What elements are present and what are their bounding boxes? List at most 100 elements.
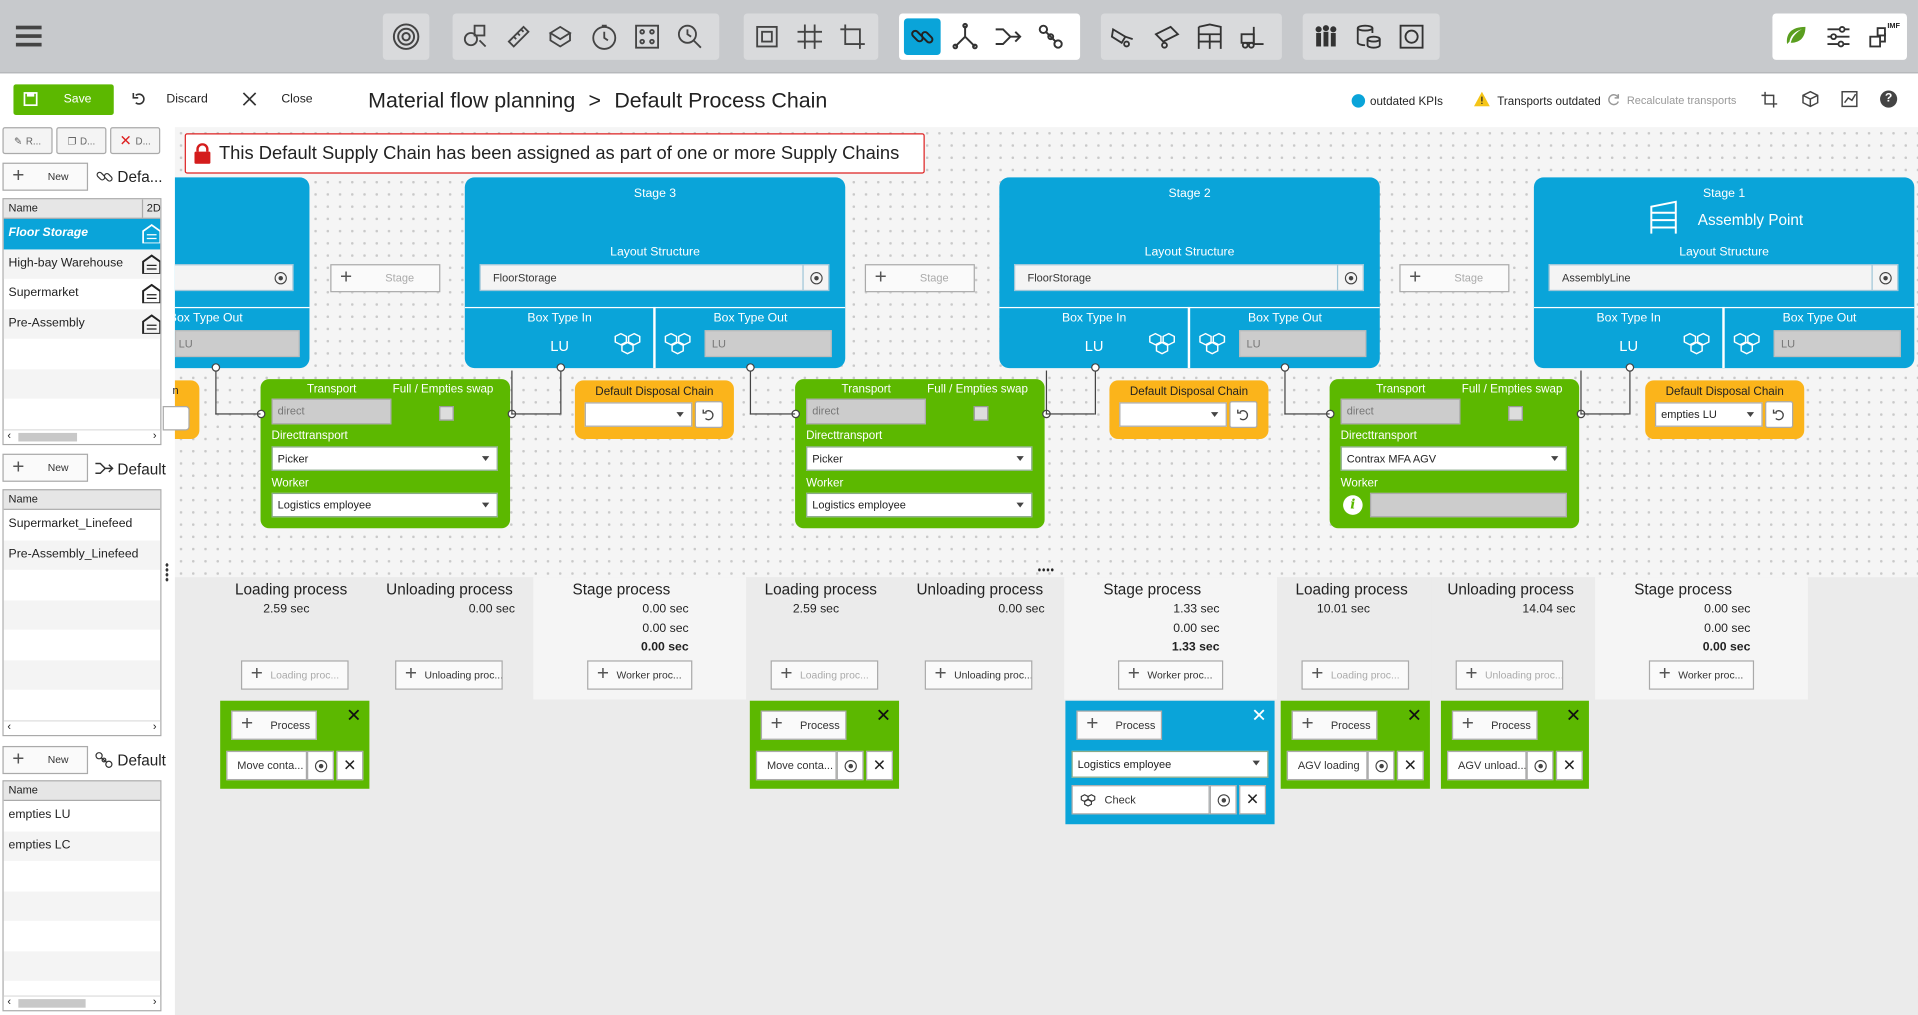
box-type-in-value[interactable]: LU bbox=[1084, 337, 1104, 355]
delete-button[interactable]: ✕D... bbox=[110, 127, 161, 155]
close-icon[interactable]: ✕ bbox=[1406, 705, 1423, 727]
discard-button[interactable]: Discard bbox=[130, 89, 208, 111]
cycle-box-icon[interactable] bbox=[1393, 18, 1430, 55]
disposal-card[interactable]: Default Disposal Chain bbox=[574, 380, 734, 440]
chain-icon[interactable] bbox=[1032, 18, 1069, 55]
add-process-button[interactable]: Process bbox=[760, 710, 847, 740]
rename-button[interactable]: ✎R... bbox=[2, 127, 53, 155]
menu-icon[interactable] bbox=[15, 25, 42, 48]
save-button[interactable]: Save bbox=[13, 84, 114, 115]
add-stage-button[interactable]: Stage bbox=[864, 264, 975, 293]
crop-view-icon[interactable] bbox=[1761, 91, 1778, 108]
list-item[interactable]: Floor Storage bbox=[3, 218, 161, 249]
target-small-icon[interactable] bbox=[836, 750, 864, 781]
grid-dots-icon[interactable] bbox=[629, 18, 666, 55]
empties-swap-checkbox[interactable] bbox=[1508, 406, 1523, 421]
transport-card[interactable]: Transport Full / Empties swap direct Dir… bbox=[795, 379, 1045, 529]
process-item[interactable]: Move conta... bbox=[755, 750, 837, 781]
close-icon[interactable]: ✕ bbox=[346, 705, 362, 727]
splitter-handle[interactable] bbox=[1037, 567, 1055, 573]
add-process-button[interactable]: Worker proc... bbox=[1118, 660, 1224, 690]
empties-list-scrollbar[interactable]: ‹› bbox=[3, 995, 161, 1011]
add-process-button[interactable]: Unloading proc... bbox=[395, 660, 503, 690]
target-small-icon[interactable] bbox=[802, 264, 829, 292]
frame-icon[interactable] bbox=[749, 18, 786, 55]
breadcrumb-root[interactable]: Material flow planning bbox=[368, 88, 576, 113]
transport-list-scrollbar[interactable]: ‹› bbox=[3, 720, 161, 735]
target-small-icon[interactable] bbox=[1209, 785, 1237, 815]
close-icon[interactable]: ✕ bbox=[1251, 705, 1267, 727]
cubes-icon[interactable] bbox=[1682, 331, 1711, 362]
transport-card[interactable]: Transport Full / Empties swap direct Dir… bbox=[260, 379, 511, 529]
sliders-icon[interactable] bbox=[1820, 18, 1857, 55]
leaf-icon[interactable] bbox=[1777, 18, 1814, 55]
close-icon[interactable]: ✕ bbox=[1396, 750, 1424, 781]
layout-structure-field[interactable]: AssemblyLine bbox=[1548, 264, 1899, 292]
worker-select[interactable]: Logistics employee bbox=[1071, 750, 1269, 778]
disposal-card[interactable]: Default Disposal Chain empties LU bbox=[1645, 380, 1805, 440]
close-icon[interactable]: ✕ bbox=[1555, 750, 1583, 781]
rack-icon[interactable] bbox=[1191, 18, 1228, 55]
add-process-button[interactable]: Process bbox=[1291, 710, 1378, 740]
target-small-icon[interactable] bbox=[268, 265, 292, 289]
add-process-button[interactable]: Unloading proc... bbox=[1455, 660, 1564, 690]
box-type-out-select[interactable]: LU bbox=[1239, 330, 1367, 358]
transport-mode-select[interactable]: Contrax MFA AGV bbox=[1340, 446, 1567, 471]
clock-icon[interactable] bbox=[586, 18, 623, 55]
close-icon[interactable]: ✕ bbox=[866, 750, 893, 781]
list-item[interactable]: Pre-Assembly bbox=[3, 308, 161, 339]
add-process-button[interactable]: Worker proc... bbox=[1648, 660, 1755, 690]
layout-structure-field[interactable]: FloorStorage bbox=[479, 264, 830, 292]
cubes-icon[interactable] bbox=[1198, 331, 1227, 362]
reset-icon[interactable] bbox=[162, 406, 190, 431]
transport-type-select[interactable]: direct bbox=[806, 398, 926, 425]
boxes-icon[interactable] bbox=[543, 18, 580, 55]
target-small-icon[interactable] bbox=[1871, 264, 1898, 292]
worker-select[interactable]: Logistics employee bbox=[271, 492, 498, 518]
target-small-icon[interactable] bbox=[1336, 264, 1364, 292]
new-stage-button[interactable]: New bbox=[2, 162, 89, 191]
box-type-out-select[interactable]: LU bbox=[174, 330, 300, 358]
worker-select[interactable]: Logistics employee bbox=[806, 492, 1033, 518]
add-process-button[interactable]: Loading proc... bbox=[240, 660, 349, 690]
target-small-icon[interactable] bbox=[307, 750, 334, 781]
forklift-icon[interactable] bbox=[1234, 18, 1271, 55]
process-item[interactable]: Move conta... bbox=[226, 750, 308, 781]
reset-icon[interactable] bbox=[694, 401, 723, 429]
grid-icon[interactable] bbox=[791, 18, 828, 55]
list-item[interactable]: Pre-Assembly_Linefeed bbox=[3, 539, 161, 570]
add-stage-button[interactable]: Stage bbox=[330, 264, 441, 293]
add-process-button[interactable]: Loading proc... bbox=[770, 660, 879, 690]
link-icon[interactable] bbox=[903, 18, 941, 56]
close-icon[interactable]: ✕ bbox=[1565, 705, 1582, 727]
add-process-button[interactable]: Process bbox=[1451, 710, 1538, 740]
empties-swap-checkbox[interactable] bbox=[439, 406, 454, 421]
cube-view-icon[interactable] bbox=[1802, 90, 1819, 108]
ruler-icon[interactable] bbox=[500, 18, 537, 55]
box-type-in-value[interactable]: LU bbox=[1619, 337, 1639, 355]
layout-structure-field[interactable] bbox=[174, 264, 294, 292]
add-process-button[interactable]: Unloading proc... bbox=[924, 660, 1033, 690]
disposal-card[interactable]: Default Disposal Chain bbox=[1109, 380, 1269, 440]
target-icon[interactable] bbox=[388, 18, 425, 55]
layout-structure-field[interactable]: FloorStorage bbox=[1014, 264, 1364, 292]
cubes-icon[interactable] bbox=[613, 331, 642, 362]
transport-card[interactable]: Transport Full / Empties swap direct Dir… bbox=[1329, 379, 1580, 529]
add-process-button[interactable]: Process bbox=[1076, 710, 1163, 740]
add-process-button[interactable]: Process bbox=[231, 710, 317, 740]
kpi-status[interactable]: outdated KPIs bbox=[1369, 95, 1443, 109]
transport-type-select[interactable]: direct bbox=[271, 398, 392, 425]
transport-mode-select[interactable]: Picker bbox=[271, 446, 498, 471]
list-item[interactable]: empties LC bbox=[3, 830, 161, 861]
close-icon[interactable]: ✕ bbox=[1239, 785, 1267, 815]
people-icon[interactable] bbox=[1308, 18, 1345, 55]
stage-list-scrollbar[interactable]: ‹› bbox=[3, 429, 161, 444]
add-stage-button[interactable]: Stage bbox=[1399, 264, 1510, 293]
box-type-out-select[interactable]: LU bbox=[1773, 330, 1901, 358]
empties-swap-checkbox[interactable] bbox=[973, 406, 989, 421]
stage-card-partial[interactable]: Box Type Out LU bbox=[174, 177, 310, 369]
process-item[interactable]: AGV loading bbox=[1286, 750, 1368, 781]
